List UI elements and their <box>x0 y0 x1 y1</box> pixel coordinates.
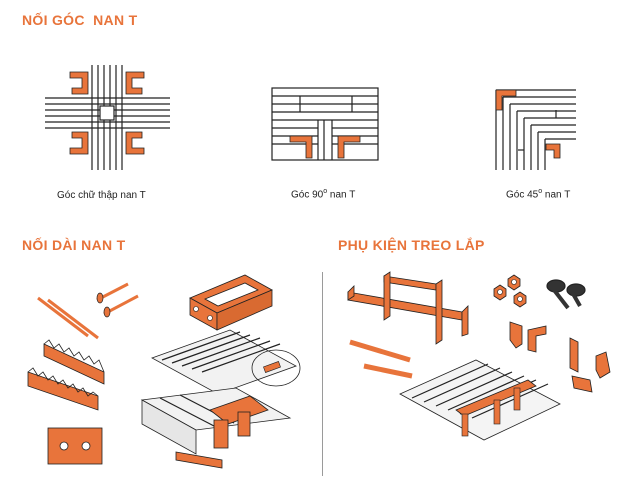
caption-corner-45-prefix: Góc 45 <box>506 189 539 201</box>
corner-45-bracket-top <box>495 89 517 111</box>
caption-corner-45: Góc 45o nan T <box>506 188 570 200</box>
length-joints-illustration <box>27 274 301 469</box>
rivet-1 <box>96 282 129 304</box>
section-title-corner-joints: NỐI GÓC NAN T <box>22 12 138 28</box>
degree-symbol-90: o <box>323 188 328 195</box>
profile-with-bracket <box>140 387 292 469</box>
serrated-connector-2 <box>27 371 99 411</box>
hanger-rod <box>349 339 411 363</box>
hex-nuts <box>493 274 527 308</box>
corner-90-bracket-left <box>289 135 313 159</box>
cross-bracket-bottom-left <box>69 131 89 155</box>
section-divider <box>322 272 323 476</box>
connector-pin-2 <box>47 298 99 340</box>
corner-90-diagram <box>271 87 379 161</box>
serrated-connector-1 <box>43 343 105 385</box>
cross-bracket-top-left <box>69 71 89 95</box>
section-title-length-joints: NỐI DÀI NAN T <box>22 237 126 253</box>
screws <box>546 279 586 310</box>
hanging-clip-3 <box>569 337 579 373</box>
hanger-bracket-2 <box>383 271 443 345</box>
caption-corner-45-suffix: nan T <box>542 189 571 201</box>
degree-symbol-45: o <box>538 188 543 195</box>
caption-corner-90: Góc 90o nan T <box>291 188 355 200</box>
frame-bracket <box>189 274 273 331</box>
cross-horizontal-bars <box>45 97 170 129</box>
caption-corner-90-suffix: nan T <box>327 189 356 201</box>
cross-bracket-bottom-right <box>125 131 145 155</box>
hanging-clip-5 <box>571 375 593 393</box>
hanging-clip-4 <box>595 351 611 379</box>
corner-45-diagram <box>495 89 576 170</box>
hanging-clip-2 <box>527 325 547 353</box>
grille-assembly <box>151 329 301 395</box>
hanging-clip-1 <box>509 321 523 349</box>
cross-corner-diagram <box>45 65 170 170</box>
caption-cross-corner: Góc chữ thập nan T <box>57 190 146 201</box>
caption-corner-90-prefix: Góc 90 <box>291 189 324 201</box>
grille-with-clamp <box>399 359 561 441</box>
rivet-2 <box>103 294 139 318</box>
connector-pin-1 <box>37 296 89 338</box>
corner-45-bracket-bottom <box>545 143 561 159</box>
hanger-bracket-1 <box>347 285 469 337</box>
corner-90-bracket-right <box>337 135 361 159</box>
cross-bracket-top-right <box>125 71 145 95</box>
section-title-hanging-accessories: PHỤ KIỆN TREO LẮP <box>338 237 485 253</box>
hanging-accessories-illustration <box>347 271 611 441</box>
flat-connector-plate <box>47 427 103 465</box>
